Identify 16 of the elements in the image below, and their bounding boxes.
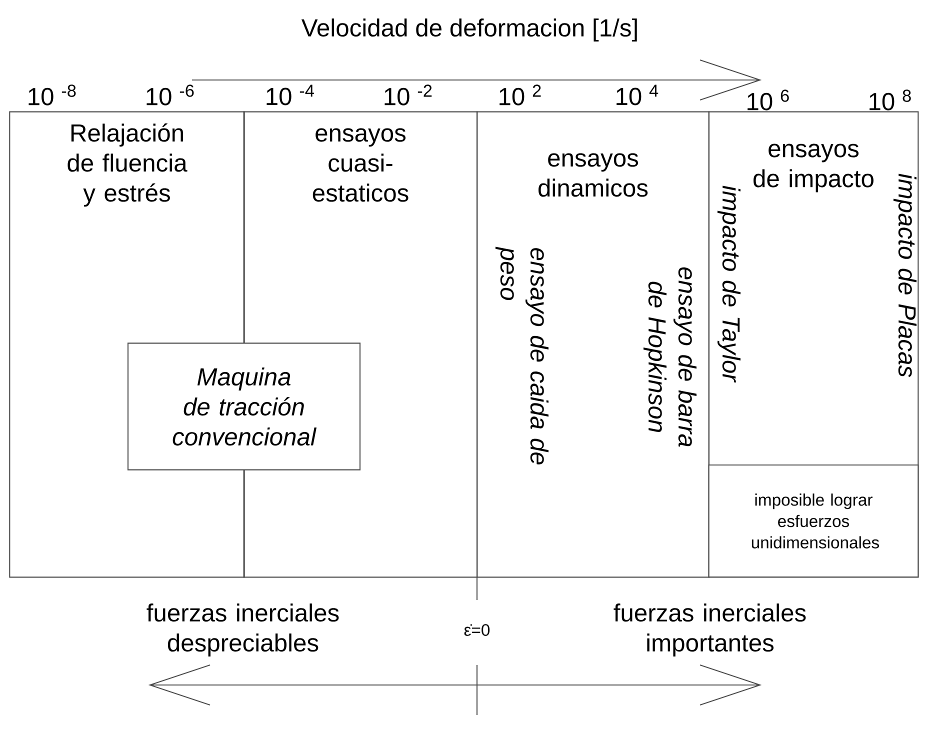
tick-label: 10 $^{-2}$	[384, 84, 432, 106]
tick-label: 10 $^{-6}$	[146, 84, 194, 106]
test-label: impacto de Placas	[894, 174, 916, 378]
test-label: ensayo de caida de peso	[496, 246, 548, 464]
region-label: fuerzas inerciales importantes	[614, 604, 806, 656]
tick-label: 10 $^{8}$	[870, 90, 911, 110]
tick-label: 10 $^{-4}$	[266, 84, 314, 106]
machine-box: Maquina de tracción convencional	[127, 342, 361, 470]
test-label: impacto de Taylor	[718, 186, 740, 383]
zero-label: ε̇=0	[464, 624, 490, 636]
test-label: ensayo de barra de Hopkinson	[644, 267, 696, 447]
tick-label: 10 $^{6}$	[748, 90, 789, 110]
region-label: fuerzas inerciales despreciables	[146, 604, 339, 656]
tick-label: 10 $^{2}$	[500, 84, 541, 106]
axis-title: Velocidad de deformacion [1/s]	[301, 18, 637, 42]
note-box: imposible lograr esfuerzos unidimensionales	[708, 464, 919, 578]
